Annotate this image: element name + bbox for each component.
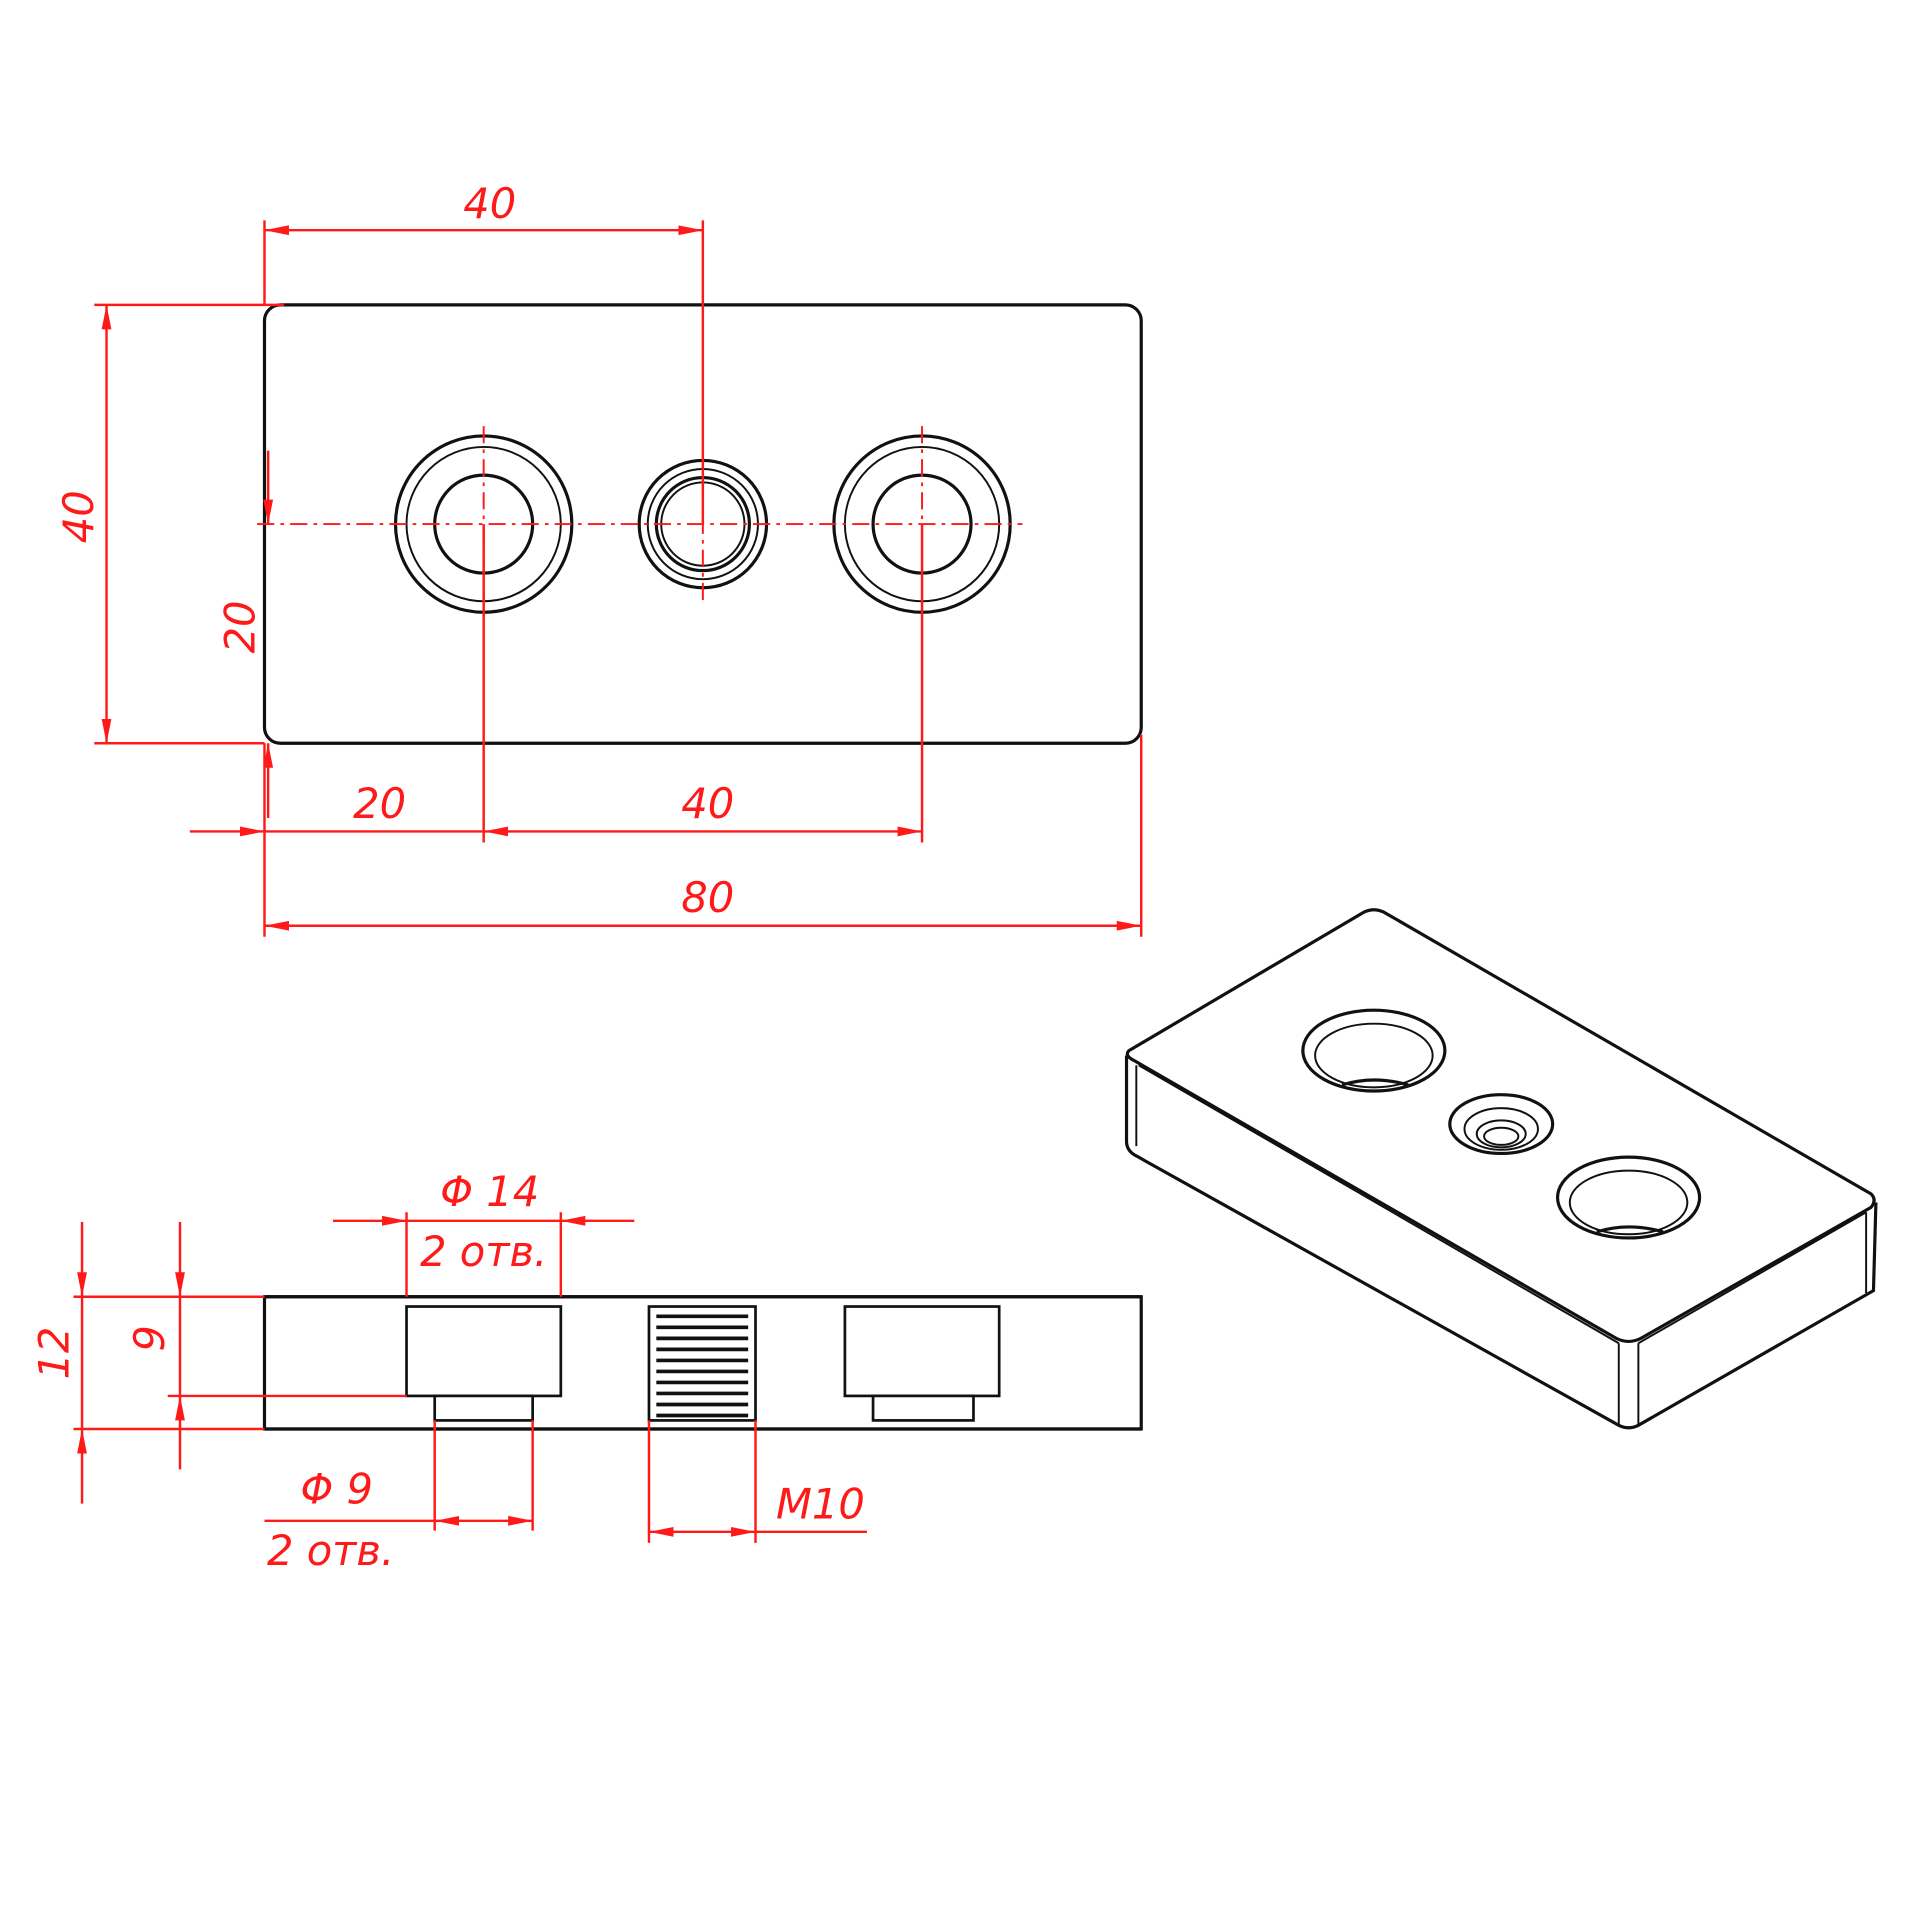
dim-label: 20: [216, 600, 265, 653]
counterbore-section-right: [843, 1305, 1001, 1398]
dimension-depth-9: 9: [125, 1222, 407, 1470]
dim-label: 40: [54, 490, 103, 543]
dimension-bottom-20-40: 20 40: [189, 524, 924, 843]
dimension-total-80: 80: [263, 734, 1143, 937]
dim-label: Φ 14: [440, 1167, 539, 1216]
dim-label: 2 отв.: [267, 1526, 394, 1575]
dim-label: 80: [681, 873, 734, 922]
dim-label: 40: [681, 779, 734, 828]
iso-counterbore-right: [1555, 1155, 1702, 1240]
dimension-through-hole-9: Φ 9 2 отв.: [264, 1420, 534, 1575]
through-hole-section-left: [433, 1394, 534, 1422]
dimension-center-20: 20: [216, 450, 274, 818]
top-view: 40 40 20 20 40 80: [54, 179, 1143, 937]
dim-label: M10: [776, 1479, 865, 1528]
dim-label: 2 отв.: [420, 1227, 547, 1276]
dim-label: Φ 9: [300, 1465, 372, 1514]
dimension-height-40: 40: [54, 303, 285, 745]
iso-counterbore-left: [1301, 1008, 1447, 1093]
section-view: Φ 14 2 отв. 12 9 Φ 9 2 отв.: [30, 1167, 1143, 1575]
dim-label: 9: [125, 1325, 174, 1351]
dimension-thickness-12: 12: [30, 1222, 265, 1504]
dimension-top-40: 40: [263, 179, 705, 525]
isometric-view: [1124, 908, 1878, 1430]
through-hole-section-right: [871, 1394, 975, 1422]
counterbore-section-left: [405, 1305, 563, 1398]
dimension-counterbore-14: Φ 14 2 отв.: [333, 1167, 635, 1297]
dim-label: 12: [30, 1327, 79, 1380]
dim-label: 40: [463, 179, 516, 228]
thread-lines: [656, 1314, 749, 1418]
iso-threaded-hole: [1448, 1093, 1555, 1156]
dimension-thread-m10: M10: [647, 1420, 867, 1543]
dim-label: 20: [353, 779, 406, 828]
